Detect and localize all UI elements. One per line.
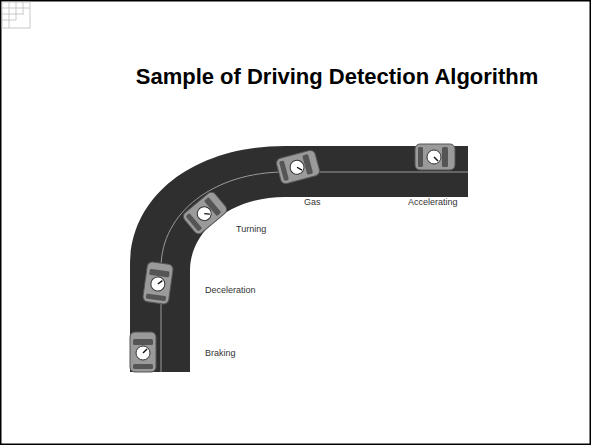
lane-line: [161, 172, 468, 372]
stage-label: Turning: [236, 225, 266, 235]
stage-label: Accelerating: [408, 198, 458, 208]
car-accelerating: [415, 144, 455, 170]
car-deceleration: [142, 261, 173, 304]
corner-grid: [2, 2, 30, 28]
car-gas: [275, 149, 320, 184]
car-turning: [181, 190, 228, 236]
slide-title: Sample of Driving Detection Algorithm: [90, 64, 584, 90]
road: [130, 146, 468, 372]
car-braking: [130, 332, 156, 372]
stage-label: Braking: [205, 349, 236, 359]
stage-label: Deceleration: [205, 286, 256, 296]
stage-label: Gas: [304, 198, 321, 208]
